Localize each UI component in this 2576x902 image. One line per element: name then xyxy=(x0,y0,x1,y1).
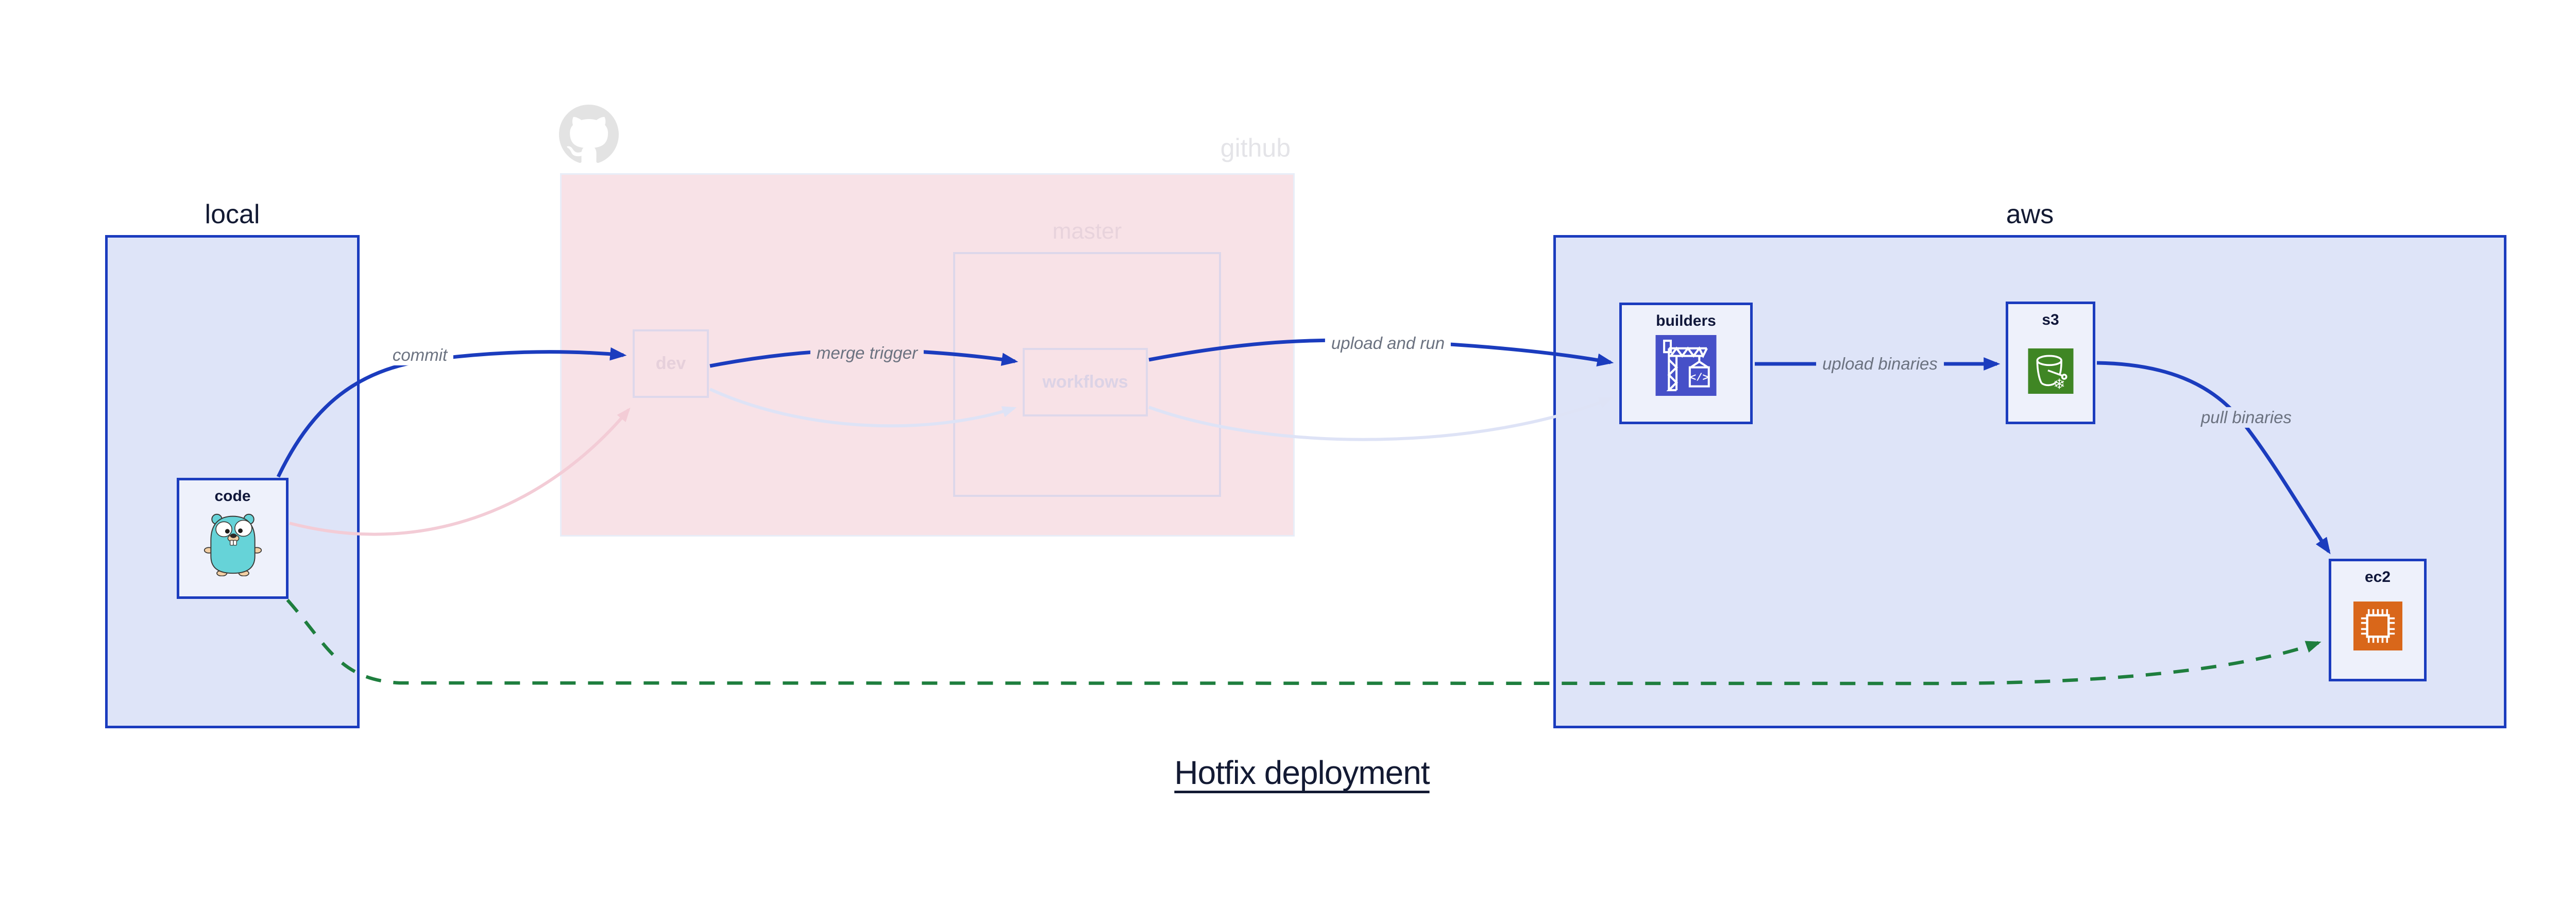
node-ec2: ec2 xyxy=(2329,559,2427,681)
node-workflows: workflows xyxy=(1023,348,1148,416)
group-local-label: local xyxy=(205,199,260,229)
node-code: code xyxy=(177,478,289,599)
edge-label-merge-trigger: merge trigger xyxy=(810,342,924,364)
group-master-label: master xyxy=(1052,219,1122,244)
node-ec2-label: ec2 xyxy=(2364,569,2391,586)
github-octocat-icon xyxy=(559,105,619,167)
s3-bucket-icon: ❄ xyxy=(2028,348,2074,396)
group-master xyxy=(953,252,1221,497)
edge-label-commit: commit xyxy=(386,344,454,366)
node-code-label: code xyxy=(214,488,251,505)
node-s3: s3 ❄ xyxy=(2006,302,2095,424)
ec2-chip-icon xyxy=(2353,602,2402,653)
group-github-label: github xyxy=(1220,133,1291,162)
node-builders: builders </> xyxy=(1619,303,1753,424)
edge-label-upload-binaries: upload binaries xyxy=(1816,353,1944,375)
diagram-title: Hotfix deployment xyxy=(1174,754,1430,791)
node-dev: dev xyxy=(633,329,709,398)
node-dev-label: dev xyxy=(655,354,686,373)
edge-label-pull-binaries: pull binaries xyxy=(2194,407,2298,428)
group-aws-label: aws xyxy=(2006,199,2054,229)
s3-snowflake-glyph: ❄ xyxy=(2053,376,2065,392)
node-s3-label: s3 xyxy=(2042,311,2059,328)
node-builders-label: builders xyxy=(1656,312,1716,329)
codebuild-crane-icon: </> xyxy=(1655,335,1717,398)
node-workflows-label: workflows xyxy=(1042,372,1128,392)
codebuild-code-glyph: </> xyxy=(1690,373,1708,385)
edge-label-upload-and-run: upload and run xyxy=(1325,332,1451,354)
go-gopher-icon xyxy=(202,510,263,579)
